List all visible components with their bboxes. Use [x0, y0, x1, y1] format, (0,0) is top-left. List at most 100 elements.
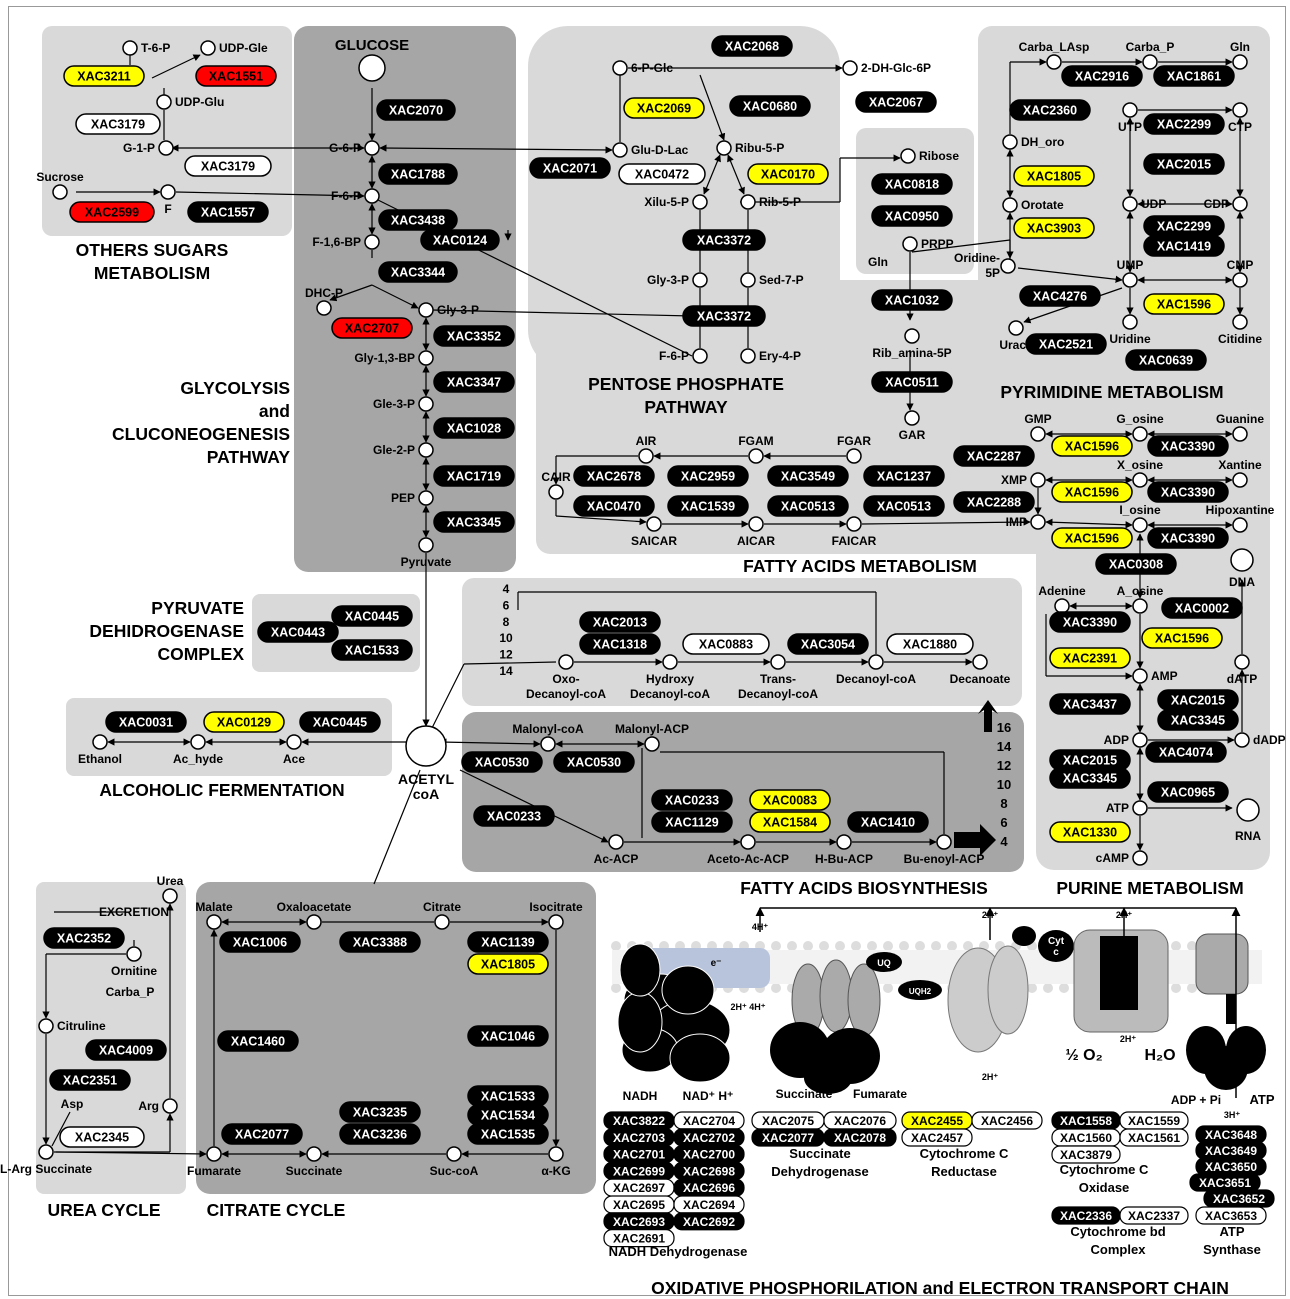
- enzyme-gene-xac1419: XAC1419: [1143, 235, 1225, 257]
- enzyme-pill: [105, 711, 187, 733]
- metabolite-label: Pyruvate: [401, 555, 452, 569]
- enzyme-gene-xac0443: XAC0443: [257, 621, 339, 643]
- enzyme-pill: [1013, 165, 1095, 187]
- enzyme-gene-xac2015: XAC2015: [1157, 689, 1239, 711]
- metabolite-label: PRPP: [921, 237, 954, 251]
- enzyme-pill: [682, 229, 766, 251]
- enzyme-gene-xac3372: XAC3372: [682, 229, 766, 251]
- enzyme-label: XAC1534: [481, 1109, 535, 1123]
- enzyme-gene-xac2693: XAC2693: [603, 1212, 675, 1231]
- metabolite-node: [1132, 732, 1148, 748]
- metabolite-node: [1002, 134, 1018, 150]
- enzyme-label: XAC2696: [683, 1181, 735, 1195]
- enzyme-gene-xac0083: XAC0083: [749, 789, 831, 811]
- enzyme-gene-xac0472: XAC0472: [618, 163, 706, 185]
- metabolite-node: [612, 142, 628, 158]
- metabolite-node: [716, 140, 732, 156]
- enzyme-gene-xac2678: XAC2678: [573, 465, 655, 487]
- enzyme-gene-xac2701: XAC2701: [603, 1144, 675, 1164]
- enzyme-gene-xac2699: XAC2699: [603, 1161, 675, 1181]
- enzyme-label: XAC2707: [345, 322, 399, 336]
- enzyme-label: XAC1719: [447, 470, 501, 484]
- enzyme-label: XAC1539: [681, 500, 735, 514]
- pathway-arrow: [555, 515, 647, 526]
- enzyme-label: XAC0308: [1109, 558, 1163, 572]
- etc-label-nad: NAD⁺ H⁺: [683, 1089, 734, 1103]
- enzyme-label: XAC3822: [613, 1114, 665, 1128]
- metabolite-label: Ornitine: [111, 964, 157, 978]
- metabolite-label: EXCRETION: [99, 905, 169, 919]
- enzyme-label: XAC2075: [762, 1114, 814, 1128]
- ubiquinol: [898, 980, 942, 1000]
- metabolite-label: F-1,6-BP: [312, 235, 361, 249]
- membrane-lipid: [1187, 983, 1197, 993]
- metabolite-node: [842, 60, 858, 76]
- enzyme-label: XAC0530: [475, 756, 529, 770]
- enzyme-pill: [467, 953, 549, 975]
- enzyme-gene-xac0680: XAC0680: [729, 95, 811, 117]
- etc-label-fumarate: Fumarate: [853, 1087, 907, 1101]
- enzyme-pill: [871, 173, 953, 195]
- enzyme-label: XAC2599: [85, 206, 139, 220]
- enzyme-label: XAC3179: [201, 160, 255, 174]
- metabolite-label: UDP-Glu: [175, 95, 224, 109]
- enzyme-gene-xac2075: XAC2075: [751, 1111, 825, 1130]
- metabolite-label: Isocitrate: [529, 900, 583, 914]
- chain-length-label: 14: [499, 664, 513, 678]
- enzyme-pill: [1147, 435, 1229, 457]
- enzyme-label: XAC0883: [699, 638, 753, 652]
- enzyme-gene-xac1805: XAC1805: [467, 953, 549, 975]
- enzyme-pill: [1145, 741, 1227, 763]
- enzyme-label: XAC3549: [781, 470, 835, 484]
- enzyme-label: XAC1237: [877, 470, 931, 484]
- enzyme-gene-xac1596: XAC1596: [1143, 293, 1225, 315]
- metabolite-label: I_osine: [1119, 503, 1161, 517]
- pathway-arrow: [371, 284, 419, 309]
- etc-label-half-o2: ½ O₂: [1065, 1047, 1102, 1064]
- metabolite-label: UMP: [1117, 258, 1144, 272]
- metabolite-label: Glu-D-Lac: [631, 143, 689, 157]
- metabolite-label: Ery-4-P: [759, 349, 801, 363]
- chain-elongation-arrow: [954, 824, 996, 856]
- enzyme-label: XAC3345: [447, 516, 501, 530]
- metabolite-node: [646, 516, 662, 532]
- enzyme-label: XAC2391: [1063, 652, 1117, 666]
- enzyme-label: XAC3390: [1063, 616, 1117, 630]
- enzyme-gene-xac1032: XAC1032: [871, 289, 953, 311]
- metabolite-label: Ace: [283, 752, 305, 766]
- metabolite-node: [1122, 272, 1138, 288]
- etc-label-h2: 2H⁺: [982, 910, 999, 920]
- enzyme-gene-xac1596: XAC1596: [1141, 627, 1223, 649]
- enzyme-gene-xac0129: XAC0129: [203, 711, 285, 733]
- metabolite-node: [162, 888, 178, 904]
- metabolite-label: AMP: [1151, 669, 1178, 683]
- enzyme-label: XAC3211: [77, 70, 131, 84]
- enzyme-label: XAC2070: [389, 104, 443, 118]
- metabolite-node: [418, 442, 434, 458]
- enzyme-gene-xac0950: XAC0950: [871, 205, 953, 227]
- metabolite-label: GMP: [1024, 412, 1051, 426]
- ubiquinone: [866, 952, 902, 972]
- enzyme-pill: [378, 163, 458, 185]
- enzyme-label: XAC2692: [683, 1215, 735, 1229]
- metabolite-node: [446, 1146, 462, 1162]
- enzyme-label: XAC2076: [834, 1114, 886, 1128]
- atp-synthase-f1: [1204, 1046, 1248, 1090]
- enzyme-gene-xac1533: XAC1533: [331, 639, 413, 661]
- metabolite-label: Ac-ACP: [594, 852, 639, 866]
- enzyme-label: XAC0445: [313, 716, 367, 730]
- complex-ii-subunit: [819, 959, 853, 1033]
- enzyme-label: XAC1558: [1060, 1114, 1112, 1128]
- metabolite-node: [364, 234, 380, 250]
- enzyme-gene-xac2345: XAC2345: [59, 1126, 145, 1148]
- metabolite-node: [156, 94, 172, 110]
- enzyme-gene-xac2015: XAC2015: [1049, 749, 1131, 771]
- enzyme-label: XAC0530: [567, 756, 621, 770]
- enzyme-pill: [63, 65, 145, 87]
- enzyme-gene-xac1139: XAC1139: [467, 931, 549, 953]
- metabolite-node: [740, 834, 756, 850]
- chain-length-label: 4: [503, 582, 510, 596]
- enzyme-label: XAC3344: [391, 266, 445, 280]
- metabolite-node: [1132, 668, 1148, 684]
- enzyme-gene-xac1880: XAC1880: [886, 633, 974, 655]
